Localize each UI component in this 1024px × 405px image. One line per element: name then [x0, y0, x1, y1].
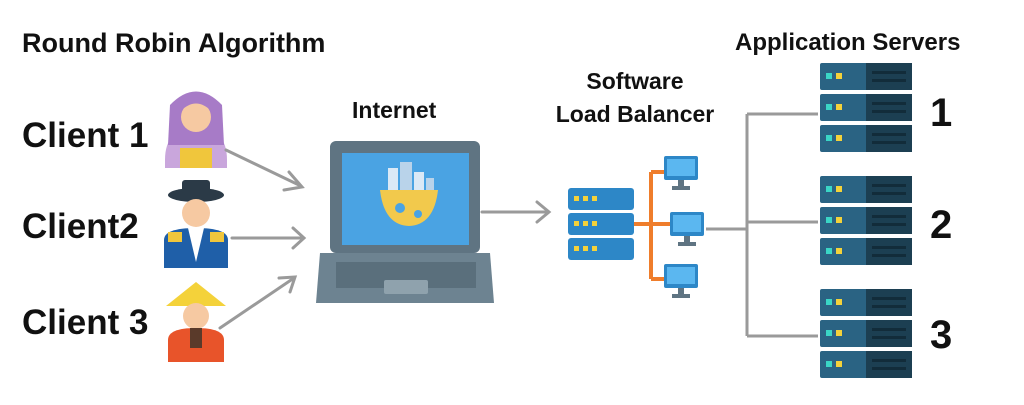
client-2-label: Client2 — [22, 207, 139, 246]
server-rack-2-icon — [820, 176, 912, 265]
laptop-globe-icon — [316, 141, 494, 303]
server-rack-3-icon — [820, 289, 912, 378]
server-1-number: 1 — [930, 91, 953, 135]
internet-label: Internet — [352, 97, 437, 123]
diagram-title: Round Robin Algorithm — [22, 28, 326, 58]
server-rack-1-icon — [820, 63, 912, 152]
load-balancer-label-line2: Load Balancer — [555, 101, 715, 127]
server-bracket-lines — [706, 112, 818, 338]
client-arrows — [218, 148, 307, 330]
client-1-label: Client 1 — [22, 116, 149, 155]
network-lines — [634, 170, 670, 281]
client-1-avatar — [165, 91, 227, 168]
load-balancer-label-line1: Software — [586, 68, 684, 94]
client-2-avatar — [164, 180, 228, 268]
internet-to-lb-arrow — [480, 200, 552, 224]
client-3-avatar — [166, 282, 226, 362]
servers-title: Application Servers — [735, 29, 961, 56]
load-balancer-server-icon — [568, 188, 634, 260]
server-3-number: 3 — [930, 313, 953, 357]
network-monitors — [664, 156, 704, 298]
server-2-number: 2 — [930, 203, 953, 247]
client-3-label: Client 3 — [22, 303, 149, 342]
